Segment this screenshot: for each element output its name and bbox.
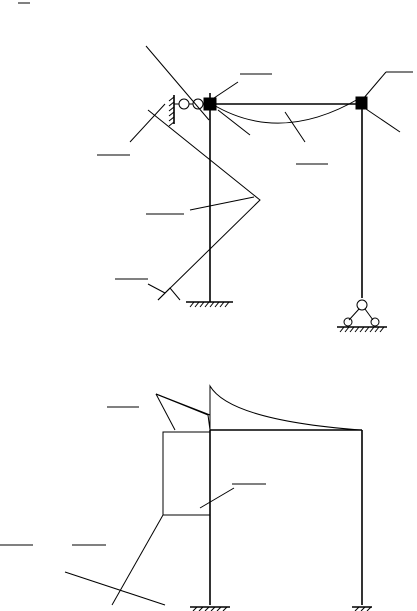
- bottom-panel: [0, 386, 372, 611]
- leader-line-top-right: [363, 72, 386, 99]
- bottom-leader-diagonal: [65, 572, 165, 605]
- leader-line-beam-curve: [285, 112, 305, 142]
- bottom-leader-column: [200, 488, 234, 508]
- top-spike-lower: [156, 394, 175, 430]
- leader-line-base: [148, 284, 165, 293]
- leader-line-hinge: [130, 104, 165, 142]
- top-spike-upper: [156, 394, 210, 415]
- deformation-zigzag: [148, 110, 260, 300]
- rigid-joint-right: [356, 97, 367, 109]
- roller-support-left: [169, 95, 203, 126]
- leader-line-top-left: [146, 46, 209, 120]
- zigzag-base-triangle: [158, 288, 180, 300]
- beam-moment-curve: [210, 386, 360, 430]
- beam-deflection-curve: [212, 98, 360, 123]
- pin-support-right: [337, 300, 387, 332]
- top-panel: [18, 3, 413, 332]
- leader-line-zigzag: [190, 197, 254, 210]
- column-moment-diagram: [163, 432, 210, 515]
- bottom-pin-support-right: [352, 607, 372, 611]
- fixed-support-left: [186, 302, 233, 307]
- leader-line-right-joint: [366, 109, 400, 132]
- leader-line-top-center: [214, 82, 238, 98]
- bottom-fixed-support-left: [190, 607, 230, 611]
- leader-line-left-joint: [218, 110, 250, 135]
- rigid-joint-left: [204, 98, 216, 110]
- bottom-leader-left: [112, 515, 163, 605]
